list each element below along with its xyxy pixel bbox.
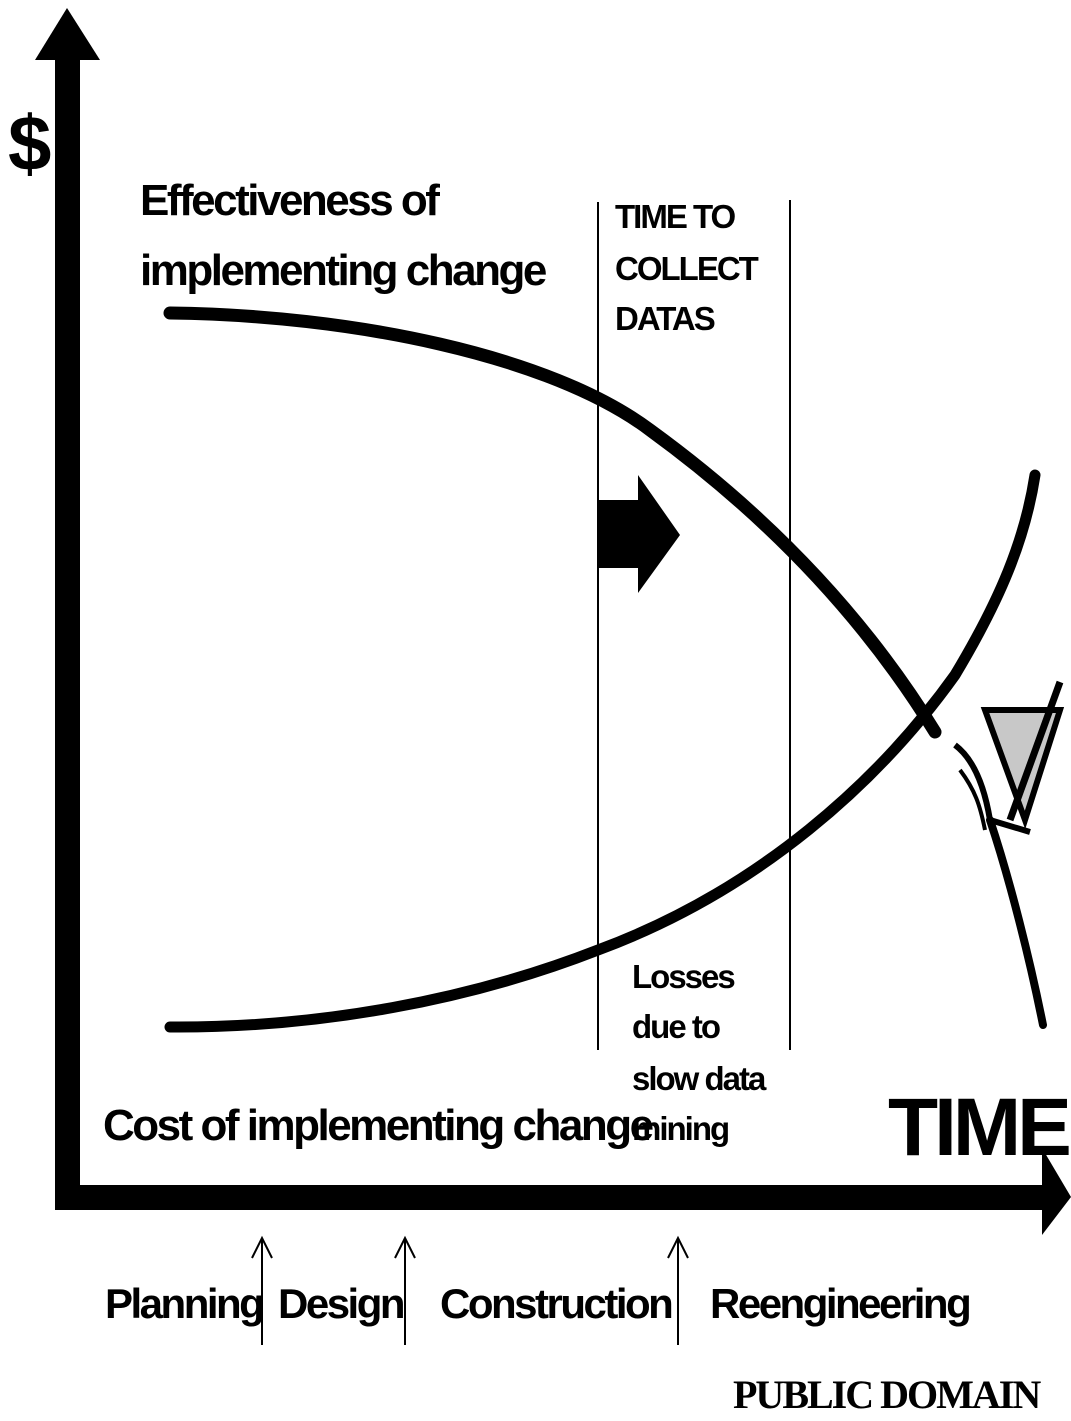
- y-axis: [35, 8, 100, 1210]
- losses-label-line: mining: [632, 1110, 728, 1147]
- x-axis: [55, 1148, 1071, 1235]
- y-axis-label: $: [8, 99, 51, 187]
- losses-label-line: due to: [632, 1008, 720, 1045]
- effectiveness-curve: [163, 306, 942, 739]
- window-title-line: TIME TO: [615, 198, 736, 235]
- effectiveness-label-line: implementing change: [140, 246, 546, 295]
- sailboat-icon: [953, 680, 1065, 835]
- effectiveness-label: Effectiveness of implementing change: [140, 176, 548, 295]
- up-arrow-icon: [35, 8, 100, 60]
- phase-markers: [251, 1235, 689, 1345]
- cost-label: Cost of implementing change: [103, 1101, 653, 1150]
- phase-label-planning: Planning: [105, 1280, 262, 1327]
- up-arrow-icon: [394, 1235, 416, 1259]
- losses-label: Losses due to slow data mining: [632, 958, 769, 1147]
- credit-label: PUBLIC DOMAIN: [733, 1372, 1041, 1416]
- phase-divider: [251, 1235, 273, 1345]
- effectiveness-curve-tail: [986, 816, 1047, 1029]
- phase-label-design: Design: [278, 1280, 404, 1327]
- up-arrow-icon: [251, 1235, 273, 1259]
- window-title: TIME TO COLLECT DATAS: [615, 198, 761, 337]
- phase-divider: [394, 1235, 416, 1345]
- up-arrow-icon: [667, 1235, 689, 1259]
- right-arrow-icon: [1042, 1148, 1071, 1235]
- effectiveness-label-line: Effectiveness of: [140, 176, 440, 225]
- phase-label-construction: Construction: [440, 1280, 672, 1327]
- block-arrow-icon: [598, 475, 680, 593]
- x-axis-label: TIME: [888, 1082, 1069, 1173]
- cost-curve: [164, 469, 1041, 1033]
- phase-divider: [667, 1235, 689, 1345]
- phase-label-reengineering: Reengineering: [710, 1280, 969, 1327]
- window-title-line: DATAS: [615, 300, 715, 337]
- losses-label-line: Losses: [632, 958, 734, 995]
- window-title-line: COLLECT: [615, 250, 759, 287]
- losses-label-line: slow data: [632, 1060, 767, 1097]
